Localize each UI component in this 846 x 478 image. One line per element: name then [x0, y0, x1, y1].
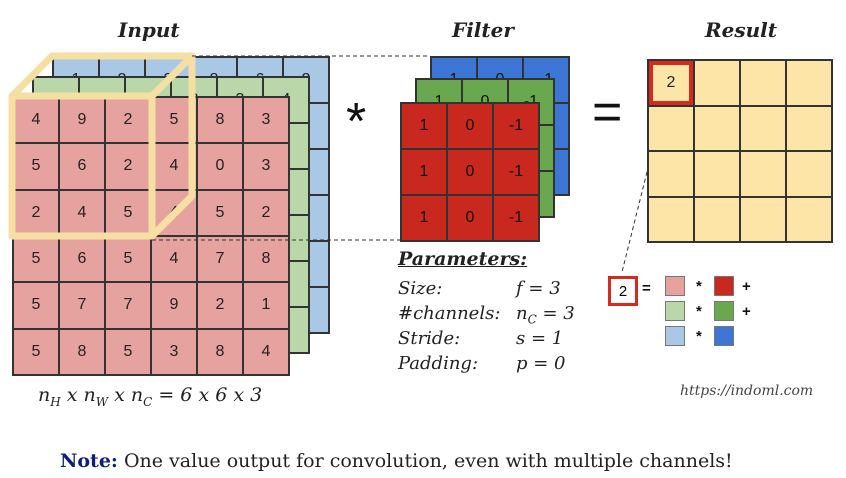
note-prefix: Note:: [60, 450, 118, 472]
input-cell: 7: [105, 282, 151, 329]
input-cell: 2: [197, 282, 243, 329]
legend-filter-swatch: [714, 301, 734, 321]
result-cell: [740, 196, 786, 242]
parameter-label: Padding:: [398, 353, 479, 374]
result-cell: [786, 196, 832, 242]
source-credit: https://indoml.com: [680, 383, 814, 399]
input-cell: 6: [59, 235, 105, 283]
filter-cell: 1: [401, 103, 447, 149]
input-cell: 8: [197, 97, 243, 144]
input-cell: 5: [13, 235, 59, 283]
input-cell: 5: [105, 189, 151, 236]
filter-cell: 0: [447, 195, 493, 241]
result-cell: [786, 151, 832, 197]
result-cell: [694, 151, 740, 197]
legend-plus: +: [742, 278, 751, 295]
input-cell: 6: [59, 143, 105, 190]
input-cell: 1: [243, 282, 289, 329]
input-cell: 8: [59, 328, 105, 375]
legend-input-swatch: [665, 276, 685, 296]
parameter-value: nC = 3: [516, 303, 575, 327]
filter-cell: -1: [493, 149, 539, 195]
input-cell: 3: [243, 143, 289, 190]
input-cell: 8: [197, 328, 243, 375]
filter-cell: 1: [401, 149, 447, 195]
parameter-label: Size:: [398, 278, 443, 299]
result-cell: [740, 105, 786, 151]
input-cell: 7: [197, 235, 243, 283]
input-cell: 2: [105, 97, 151, 144]
input-cell: 2: [105, 143, 151, 190]
input-cell: 0: [197, 143, 243, 190]
legend-plus: +: [742, 303, 751, 320]
result-cell: [786, 60, 832, 106]
parameter-label: #channels:: [398, 303, 501, 324]
legend-value-box: 2: [608, 276, 638, 306]
input-cell: 4: [13, 97, 59, 144]
input-cell: 4: [243, 328, 289, 375]
result-cell-highlighted: 2: [648, 60, 694, 106]
result-title: Result: [705, 18, 777, 42]
legend-filter-swatch: [714, 326, 734, 346]
legend-filter-swatch: [714, 276, 734, 296]
input-cell: 8: [243, 235, 289, 283]
legend-input-swatch: [665, 326, 685, 346]
result-cell: [694, 105, 740, 151]
input-cell: 5: [151, 97, 197, 144]
filter-cell: 0: [447, 103, 493, 149]
input-cell: 3: [151, 328, 197, 375]
parameter-value: p = 0: [516, 353, 566, 374]
result-cell: [648, 151, 694, 197]
legend-equals: =: [642, 280, 651, 297]
parameter-label: Stride:: [398, 328, 461, 349]
input-title: Input: [118, 18, 180, 42]
parameter-value: f = 3: [516, 278, 561, 299]
result-cell: [648, 105, 694, 151]
result-cell: [740, 151, 786, 197]
result-cell: [786, 105, 832, 151]
input-cell: 5: [197, 189, 243, 236]
input-cell: 4: [151, 189, 197, 236]
result-cell: [648, 196, 694, 242]
filter-cell: 1: [401, 195, 447, 241]
result-cell: [694, 196, 740, 242]
legend-multiply: *: [696, 328, 702, 345]
input-cell: 5: [105, 235, 151, 283]
note-text: Note: One value output for convolution, …: [60, 450, 733, 472]
input-cell: 2: [13, 189, 59, 236]
filter-title: Filter: [452, 18, 514, 42]
input-cell: 7: [59, 282, 105, 329]
parameter-value: s = 1: [516, 328, 564, 349]
input-cell: 9: [59, 97, 105, 144]
input-cell: 5: [105, 328, 151, 375]
input-cell: 9: [151, 282, 197, 329]
result-grid: 2: [647, 59, 833, 243]
result-cell: [740, 60, 786, 106]
legend-input-swatch: [665, 301, 685, 321]
parameters-heading: Parameters:: [398, 248, 528, 270]
input-cell: 4: [59, 189, 105, 236]
input-cell: 4: [151, 143, 197, 190]
input-cell: 5: [13, 282, 59, 329]
result-cell: [694, 60, 740, 106]
input-cell: 5: [13, 143, 59, 190]
legend-multiply: *: [696, 303, 702, 320]
convolve-operator: *: [346, 93, 367, 151]
input-cell: 3: [243, 97, 289, 144]
input-dimensions-label: nH x nW x nC = 6 x 6 x 3: [38, 384, 263, 409]
filter-cell: -1: [493, 103, 539, 149]
filter-cell: -1: [493, 195, 539, 241]
input-cell: 5: [13, 328, 59, 375]
equals-operator: =: [592, 83, 623, 141]
input-cell: 2: [243, 189, 289, 236]
note-body: One value output for convolution, even w…: [117, 450, 733, 472]
legend-multiply: *: [696, 278, 702, 295]
filter-cell: 0: [447, 149, 493, 195]
input-cell: 4: [151, 235, 197, 283]
